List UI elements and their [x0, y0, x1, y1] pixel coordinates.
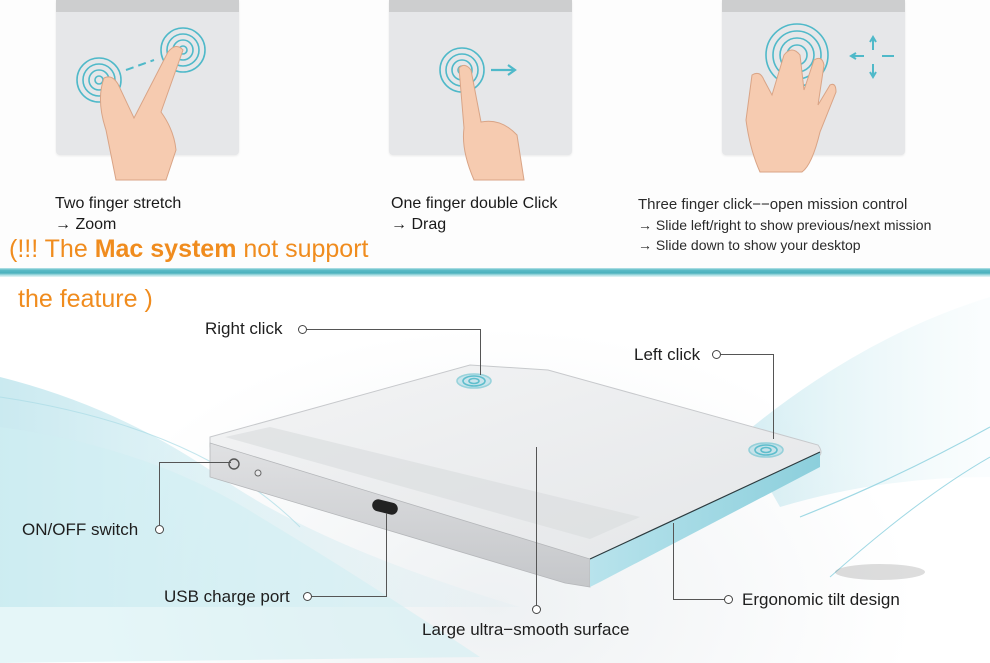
gesture-panel-one-finger	[389, 0, 572, 181]
callout-leader-left-click	[721, 354, 774, 439]
callout-dot	[303, 592, 312, 601]
mac-warning-line1: (!!! The Mac system not support	[9, 235, 368, 264]
gesture-title: Two finger stretch	[55, 195, 182, 212]
one-finger-drag-icon	[439, 47, 525, 181]
mac-warning-line2: the feature )	[18, 285, 153, 313]
gesture-result: → Slide down to show your desktop	[638, 237, 861, 253]
gesture-caption-one-finger: One finger double Click → Drag	[391, 193, 557, 235]
panel-top-edge	[389, 0, 572, 12]
callout-leader-usb	[312, 513, 387, 597]
warning-suffix: not support	[236, 235, 369, 263]
product-diagram: the feature )	[0, 277, 990, 663]
warning-emphasis: Mac system	[94, 235, 237, 263]
three-finger-click-icon	[745, 23, 894, 173]
two-finger-stretch-icon	[76, 27, 206, 181]
callout-on-off-switch: ON/OFF switch	[22, 520, 139, 539]
warning-prefix: (!!! The	[9, 235, 95, 263]
callout-left-click: Left click	[634, 345, 701, 364]
callout-leader-surface	[536, 447, 537, 605]
callout-large-surface: Large ultra−smooth surface	[422, 620, 630, 639]
callout-right-click: Right click	[205, 319, 283, 338]
gesture-panel-three-finger	[722, 0, 905, 173]
callout-dot	[712, 350, 721, 359]
callout-usb-charge-port: USB charge port	[164, 587, 290, 606]
gesture-result: → Zoom	[55, 216, 117, 233]
callout-dot	[298, 325, 307, 334]
panel-top-edge	[722, 0, 905, 12]
gesture-result: → Slide left/right to show previous/next…	[638, 217, 932, 233]
callout-ergonomic-tilt: Ergonomic tilt design	[742, 590, 900, 609]
gesture-caption-three-finger: Three finger click−−open mission control…	[638, 194, 931, 255]
callout-leader-ergonomic	[673, 523, 725, 600]
callout-leader-on-off	[159, 462, 231, 526]
trackpad-device-illustration	[209, 364, 822, 588]
gesture-title: Three finger click−−open mission control	[638, 196, 908, 213]
gesture-panel-two-finger	[56, 0, 239, 181]
callout-leader-right-click	[307, 329, 481, 375]
panel-top-edge	[56, 0, 239, 12]
callout-dot	[724, 595, 733, 604]
gesture-section: Two finger stretch → Zoom One finger dou…	[0, 0, 990, 268]
gesture-result: → Drag	[391, 216, 447, 233]
callout-dot	[532, 605, 541, 614]
gesture-title: One finger double Click	[391, 195, 558, 212]
section-divider	[0, 268, 990, 277]
callout-dot	[155, 525, 164, 534]
gesture-caption-two-finger: Two finger stretch → Zoom	[55, 193, 181, 235]
